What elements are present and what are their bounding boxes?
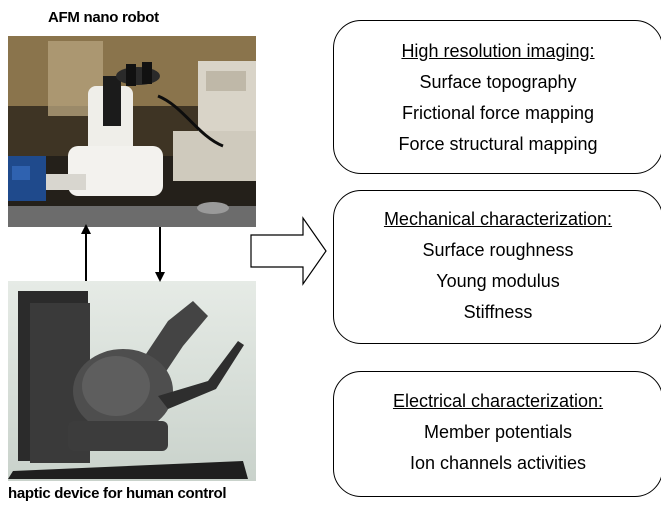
afm-robot-caption: AFM nano robot <box>48 9 159 26</box>
imaging-item: Frictional force mapping <box>401 103 595 123</box>
afm-microscope-image <box>8 36 256 227</box>
electrical-item: Ion channels activities <box>409 453 587 473</box>
down-arrow-head <box>155 272 165 282</box>
afm-microscope-photo <box>8 36 256 227</box>
mechanical-heading: Mechanical characterization: <box>383 209 613 229</box>
imaging-box: High resolution imaging: Surface topogra… <box>333 20 661 174</box>
imaging-item: Force structural mapping <box>398 134 598 154</box>
mechanical-item: Surface roughness <box>422 240 574 260</box>
haptic-device-caption: haptic device for human control <box>8 485 227 502</box>
haptic-device-photo <box>8 281 256 481</box>
up-arrow-head <box>81 224 91 234</box>
electrical-item: Member potentials <box>423 422 573 442</box>
right-block-arrow <box>250 216 327 286</box>
mechanical-box: Mechanical characterization: Surface rou… <box>333 190 661 344</box>
electrical-heading: Electrical characterization: <box>392 391 604 411</box>
mechanical-item: Stiffness <box>463 302 533 322</box>
imaging-item: Surface topography <box>419 72 577 92</box>
haptic-device-image <box>8 281 256 481</box>
imaging-heading: High resolution imaging: <box>401 41 595 61</box>
mechanical-item: Young modulus <box>436 271 560 291</box>
electrical-box: Electrical characterization: Member pote… <box>333 371 661 497</box>
